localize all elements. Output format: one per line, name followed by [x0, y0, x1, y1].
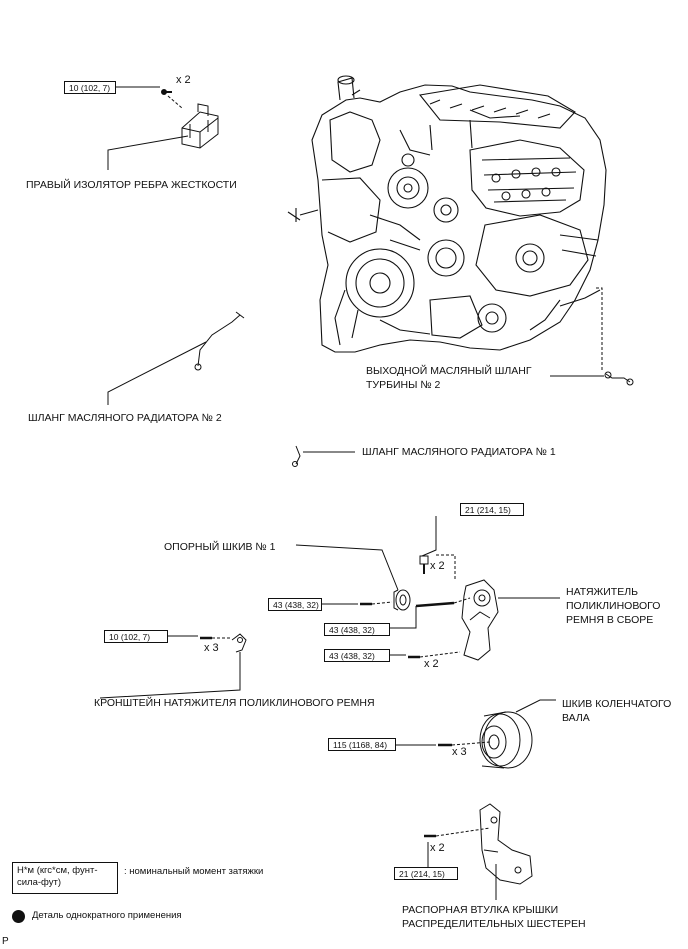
- label-tensioner-2: ПОЛИКЛИНОВОГО: [566, 600, 661, 612]
- torque-box-crank: 115 (1168, 84): [328, 738, 396, 751]
- torque-box-idler: 43 (438, 32): [268, 598, 322, 611]
- label-tensioner-3: РЕМНЯ В СБОРЕ: [566, 614, 654, 626]
- turbo-oil-hose-part: [604, 371, 634, 386]
- label-tensioner-1: НАТЯЖИТЕЛЬ: [566, 586, 638, 598]
- right-insulator-part: [181, 103, 219, 149]
- page-marker: P: [2, 936, 9, 947]
- label-right-insulator: ПРАВЫЙ ИЗОЛЯТОР РЕБРА ЖЕСТКОСТИ: [26, 179, 237, 191]
- single-use-dot-icon: [12, 910, 25, 923]
- label-crank-pulley-2: ВАЛА: [562, 712, 590, 724]
- torque-box-bracket: 10 (102, 7): [104, 630, 168, 643]
- torque-box-tensioner-bottom: 43 (438, 32): [324, 649, 390, 662]
- torque-box-spacer: 21 (214, 15): [394, 867, 458, 880]
- label-spacer-2: РАСПРЕДЕЛИТЕЛЬНЫХ ШЕСТЕРЕН: [402, 918, 586, 930]
- torque-box-tensioner-mid: 43 (438, 32): [324, 623, 390, 636]
- qty-tensioner-bottom: x 2: [424, 658, 439, 670]
- crankshaft-pulley-part: [479, 711, 533, 769]
- label-oil-cooler-hose-1: ШЛАНГ МАСЛЯНОГО РАДИАТОРА № 1: [362, 446, 556, 458]
- label-spacer-1: РАСПОРНАЯ ВТУЛКА КРЫШКИ: [402, 904, 559, 916]
- qty-insulator: x 2: [176, 74, 191, 86]
- torque-box-tensioner-top: 21 (214, 15): [460, 503, 524, 516]
- idler-pulley-part: [393, 589, 411, 611]
- qty-spacer: x 2: [430, 842, 445, 854]
- oil-cooler-hose-2-part: [194, 311, 245, 371]
- label-turbo-oil-hose-1: ВЫХОДНОЙ МАСЛЯНЫЙ ШЛАНГ: [366, 365, 532, 377]
- label-turbo-oil-hose-2: ТУРБИНЫ № 2: [366, 379, 441, 391]
- legend-single-use: Деталь однократного применения: [32, 910, 182, 921]
- timing-cover-spacer-part: [479, 803, 533, 885]
- label-idler-pulley-1: ОПОРНЫЙ ШКИВ № 1: [164, 541, 276, 553]
- label-crank-pulley-1: ШКИВ КОЛЕНЧАТОГО: [562, 698, 672, 710]
- engine-assembly: [287, 75, 607, 353]
- label-oil-cooler-hose-2: ШЛАНГ МАСЛЯНОГО РАДИАТОРА № 2: [28, 412, 222, 424]
- qty-crank: x 3: [452, 746, 467, 758]
- tensioner-part: [461, 579, 499, 661]
- qty-tensioner-top: x 2: [430, 560, 445, 572]
- tensioner-bracket-part: [231, 633, 247, 653]
- oil-cooler-hose-1-part: [292, 445, 301, 467]
- torque-box-insulator: 10 (102, 7): [64, 81, 116, 94]
- label-tensioner-bracket: КРОНШТЕЙН НАТЯЖИТЕЛЯ ПОЛИКЛИНОВОГО РЕМНЯ: [94, 697, 375, 709]
- qty-bracket: x 3: [204, 642, 219, 654]
- legend-torque-units: Н*м (кгс*см, фунт-сила-фут): [12, 862, 118, 894]
- legend-torque-desc: : номинальный момент затяжки: [124, 866, 264, 877]
